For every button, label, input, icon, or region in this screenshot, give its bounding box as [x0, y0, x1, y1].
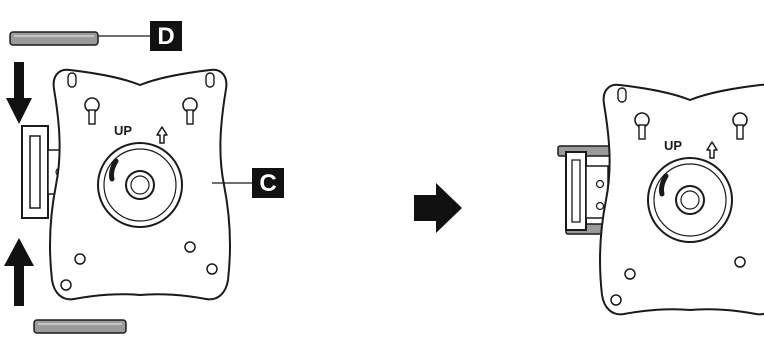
up-arrow-icon	[4, 238, 34, 306]
mount-plate-result: UP	[598, 83, 764, 316]
up-label: UP	[664, 138, 682, 153]
keyhole-slot	[84, 97, 100, 125]
up-label: UP	[114, 123, 132, 138]
keyhole-slot	[182, 97, 198, 125]
left-assembly: D	[4, 21, 284, 334]
down-arrow-icon	[6, 62, 32, 124]
keyhole-slot	[634, 112, 650, 140]
center-disc	[97, 142, 183, 228]
mount-plate: UP	[48, 68, 232, 301]
callout-label-d: D	[157, 23, 174, 50]
top-rail	[9, 31, 99, 46]
right-assembly: UP	[557, 83, 764, 316]
up-outline-arrow-icon	[706, 141, 718, 159]
bottom-rail	[33, 319, 127, 334]
keyhole-slot	[732, 112, 748, 140]
callout-badge-c: C	[252, 168, 284, 198]
up-outline-arrow-icon	[156, 126, 168, 144]
callout-label-c: C	[259, 170, 276, 197]
center-disc	[647, 157, 733, 243]
callout-badge-d: D	[150, 21, 182, 51]
right-arrow-icon	[414, 183, 462, 233]
